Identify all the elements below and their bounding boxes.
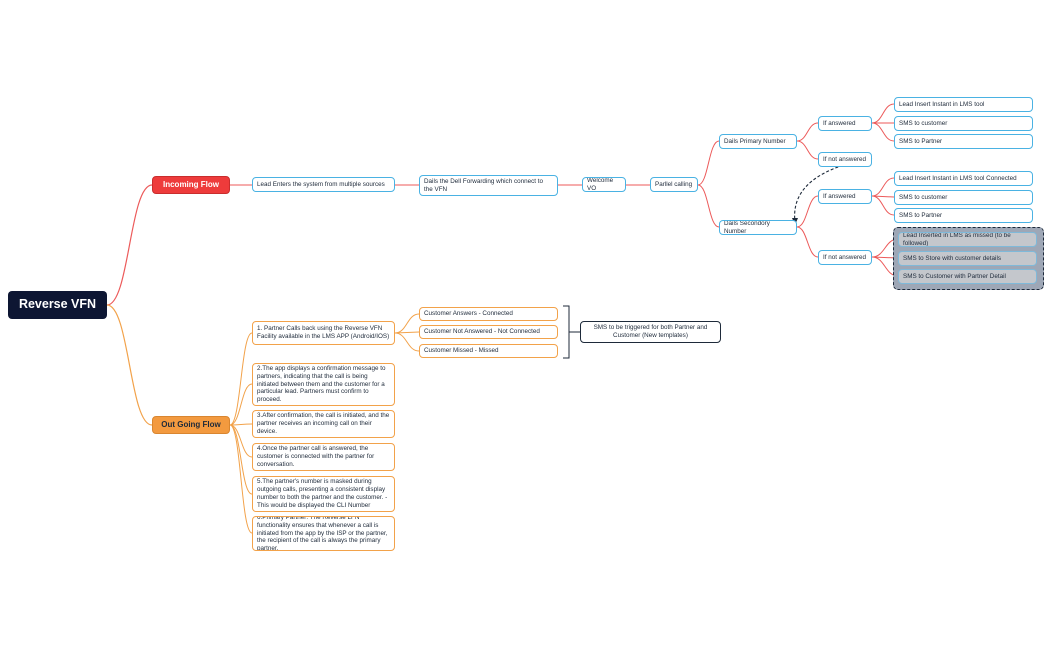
edge-parallel-primary (697, 140, 720, 186)
edge-outgoing-step-5 (229, 424, 253, 495)
missed-item-3[interactable]: SMS to Customer with Partner Detail (898, 269, 1037, 284)
sms-summary-node[interactable]: SMS to be triggered for both Partner and… (580, 321, 721, 343)
edge-outgoing-step-3 (229, 423, 253, 426)
secondary-answered-item-1[interactable]: Lead Insert Instant in LMS tool Connecte… (894, 171, 1033, 186)
outgoing-step-4[interactable]: 4.Once the partner call is answered, the… (252, 443, 395, 471)
primary-if-answered-node[interactable]: If answered (818, 116, 872, 131)
edge-step1-outcome3 (394, 332, 420, 352)
summary-bracket (563, 305, 580, 359)
edge-sa-item1 (871, 177, 895, 197)
edge-step1-outcome2 (394, 331, 420, 334)
lead-enters-node[interactable]: Lead Enters the system from multiple sou… (252, 177, 395, 192)
edge-secondary-answered (796, 195, 819, 228)
edge-step1-outcome1 (394, 313, 420, 334)
primary-answered-item-2[interactable]: SMS to customer (894, 116, 1033, 131)
edge-primary-answered (796, 122, 819, 142)
outcome-missed[interactable]: Customer Missed - Missed (419, 344, 558, 358)
parallel-calling-node[interactable]: Parllel calling (650, 177, 698, 192)
secondary-if-answered-node[interactable]: If answered (818, 189, 872, 204)
edge-sa-item3 (871, 195, 895, 216)
edge-outgoing-step-6 (229, 424, 253, 534)
outgoing-step-6[interactable]: 6.Primary Partner: The Reverse LFN funct… (252, 516, 395, 551)
edge-primary-notanswered (796, 140, 819, 160)
outgoing-step-3[interactable]: 3.After confirmation, the call is initia… (252, 410, 395, 438)
outgoing-step-2[interactable]: 2.The app displays a confirmation messag… (252, 363, 395, 406)
edge-root-outgoing (106, 304, 153, 426)
outcome-not-connected[interactable]: Customer Not Answered - Not Connected (419, 325, 558, 339)
outcome-connected[interactable]: Customer Answers - Connected (419, 307, 558, 321)
outgoing-flow-topic[interactable]: Out Going Flow (152, 416, 230, 434)
primary-if-not-answered-node[interactable]: If not answered (818, 152, 872, 167)
edge-parallel-secondary (697, 184, 720, 228)
primary-answered-item-3[interactable]: SMS to Partner (894, 134, 1033, 149)
dell-forwarding-node[interactable]: Dails the Dell Forwarding which connect … (419, 175, 558, 196)
edge-outgoing-step-1 (229, 332, 253, 426)
missed-item-2[interactable]: SMS to Store with customer details (898, 251, 1037, 266)
edge-sa-item2 (871, 195, 895, 198)
primary-answered-item-1[interactable]: Lead Insert Instant in LMS tool (894, 97, 1033, 112)
edge-secondary-notanswered (796, 226, 819, 258)
incoming-flow-topic[interactable]: Incoming Flow (152, 176, 230, 194)
edge-pa-item3 (871, 122, 895, 142)
secondary-if-not-answered-node[interactable]: If not answered (818, 250, 872, 265)
root-topic[interactable]: Reverse VFN (8, 291, 107, 319)
outgoing-step-1[interactable]: 1. Partner Calls back using the Reverse … (252, 321, 395, 345)
missed-item-1[interactable]: Lead Inserted in LMS as missed (to be fo… (898, 232, 1037, 247)
primary-number-node[interactable]: Dails Primary Number (719, 134, 797, 149)
secondary-answered-item-3[interactable]: SMS to Partner (894, 208, 1033, 223)
edge-root-incoming (106, 184, 153, 306)
edge-pa-item1 (871, 103, 895, 124)
welcome-vo-node[interactable]: Welcome VO (582, 177, 626, 192)
outgoing-step-5[interactable]: 5.The partner's number is masked during … (252, 476, 395, 512)
secondary-answered-item-2[interactable]: SMS to customer (894, 190, 1033, 205)
secondary-number-node[interactable]: Dails Secondory Number (719, 220, 797, 235)
edge-outgoing-step-2 (229, 383, 253, 426)
